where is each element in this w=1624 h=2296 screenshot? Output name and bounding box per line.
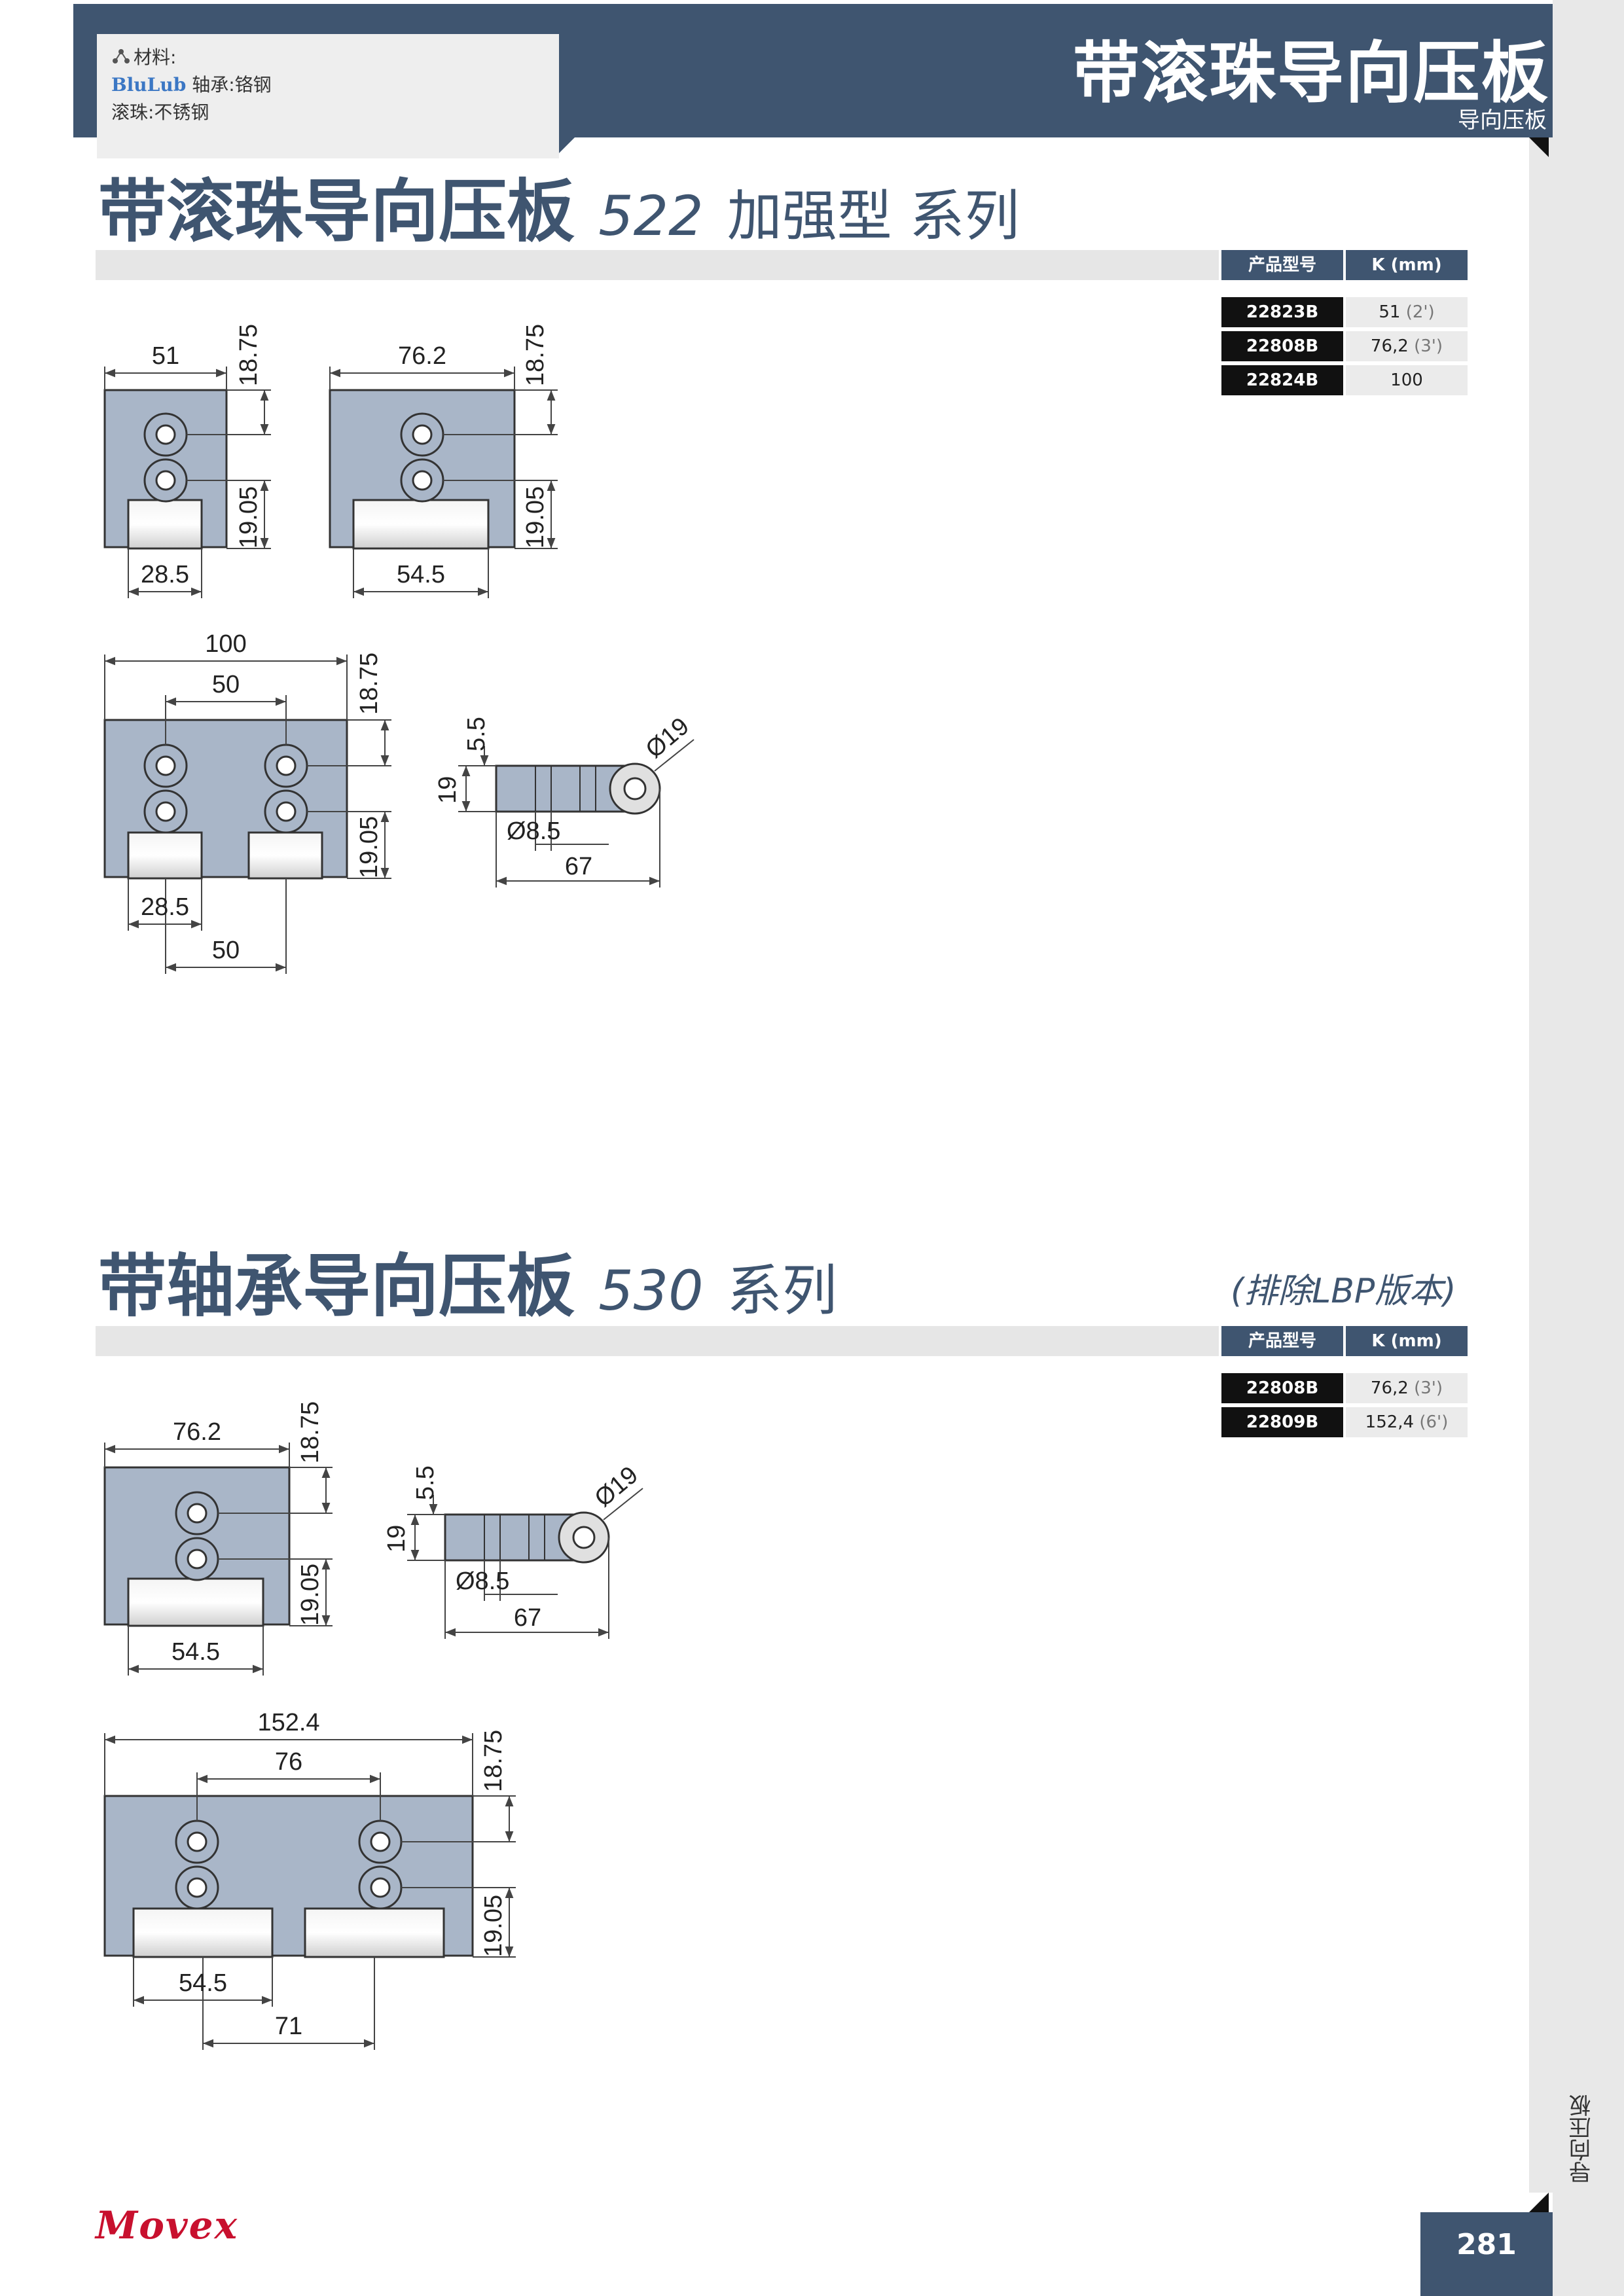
- s2-th-code: 产品型号: [1221, 1326, 1343, 1356]
- section2-exclusion-note: (排除LBP版本): [1231, 1272, 1456, 1311]
- s2a-bottom: 19.05: [297, 1564, 324, 1626]
- s1a-roller: 28.5: [141, 561, 189, 588]
- s2side-hole: Ø8.5: [456, 1568, 509, 1595]
- section2-number: 530: [598, 1259, 704, 1323]
- s2c-top: 18.75: [480, 1730, 507, 1792]
- blulub-brand: BluLub: [111, 74, 187, 96]
- material-title: 材料:: [111, 43, 176, 69]
- s2c-width: 152.4: [257, 1709, 319, 1736]
- header-notch-right: [1529, 137, 1549, 157]
- s2a-width: 76.2: [173, 1418, 221, 1446]
- s1-row2-k: 76,2 (3'): [1346, 331, 1468, 361]
- header-subtitle: 导向压板: [1458, 107, 1547, 134]
- s2-row1-inch: (3'): [1414, 1378, 1443, 1398]
- s2-row1-code: 22808B: [1221, 1373, 1343, 1403]
- material-box: 材料: BluLub 轴承:铬钢 滚珠:不锈钢: [97, 34, 559, 158]
- s2-drawing-c: [103, 1733, 516, 2050]
- s2-side-view: [407, 1488, 643, 1639]
- s2c-bottom: 19.05: [480, 1895, 507, 1957]
- s1-th-code: 产品型号: [1221, 250, 1343, 280]
- section2-bar: [96, 1326, 1219, 1356]
- section1-bar: [96, 250, 1219, 280]
- header-title: 带滚珠导向压板: [1073, 35, 1549, 113]
- s2-row2-kval: 152,4: [1365, 1412, 1415, 1432]
- s1side-hole: Ø8.5: [507, 817, 560, 845]
- s2-row2-k: 152,4 (6'): [1346, 1407, 1468, 1437]
- s2c-roller: 54.5: [179, 1969, 227, 1997]
- s1-drawing-a: [103, 367, 271, 598]
- s2side-h2: 19: [383, 1525, 410, 1552]
- s1-row2-inch: (3'): [1414, 336, 1443, 356]
- s1-row3-kval: 100: [1390, 370, 1423, 390]
- s2c-pitch: 76: [275, 1748, 302, 1776]
- side-label: 导向压板: [1569, 2094, 1595, 2183]
- s2side-len: 67: [514, 1604, 541, 1632]
- s1b-top: 18.75: [522, 324, 549, 386]
- section2-title-main: 带轴承导向压板: [98, 1246, 575, 1326]
- material-ball: 滚珠:不锈钢: [111, 101, 209, 123]
- material-title-text: 材料:: [134, 46, 177, 68]
- section1-title-main: 带滚珠导向压板: [98, 171, 575, 251]
- s2-row2-code: 22809B: [1221, 1407, 1343, 1437]
- s1side-dia: Ø19: [641, 713, 695, 764]
- s1-side-view: [458, 739, 695, 888]
- s1-row1-k: 51 (2'): [1346, 297, 1468, 327]
- s2side-dia: Ø19: [590, 1462, 643, 1513]
- section2-tail: 系列: [727, 1259, 837, 1323]
- s1-drawing-c: [103, 655, 391, 974]
- s1-row2-kval: 76,2: [1370, 336, 1409, 356]
- material-bearing: BluLub 轴承:铬钢: [111, 71, 272, 97]
- right-margin-strip: [1553, 0, 1624, 2296]
- page-number: 281: [1456, 2228, 1517, 2261]
- s1a-width: 51: [152, 342, 179, 370]
- s1-row1-kval: 51: [1379, 302, 1401, 322]
- right-margin-inner: [1529, 137, 1553, 2193]
- s2c-pitch2: 71: [275, 2013, 302, 2040]
- s1b-width: 76.2: [398, 342, 446, 370]
- s1c-pitch2: 50: [212, 937, 240, 964]
- s1c-roller: 28.5: [141, 893, 189, 921]
- s1a-bottom: 19.05: [235, 486, 262, 548]
- s1side-len: 67: [565, 853, 592, 880]
- material-bearing-text: 轴承:铬钢: [186, 74, 272, 96]
- s2a-top: 18.75: [297, 1401, 324, 1463]
- s2side-h1: 5.5: [412, 1465, 439, 1500]
- s1b-roller: 54.5: [397, 561, 445, 588]
- page-number-box: [1420, 2212, 1553, 2296]
- s2-row1-k: 76,2 (3'): [1346, 1373, 1468, 1403]
- s2-row1-kval: 76,2: [1370, 1378, 1409, 1398]
- s1side-h1: 5.5: [463, 717, 490, 751]
- s1-row3-code: 22824B: [1221, 365, 1343, 395]
- section1-title: 带滚珠导向压板 522 加强型 系列: [98, 156, 1020, 255]
- s2-row2-inch: (6'): [1419, 1412, 1449, 1432]
- s1c-top: 18.75: [355, 653, 383, 715]
- s1-row3-k: 100: [1346, 365, 1468, 395]
- side-notch: [1529, 2193, 1549, 2212]
- s1-row1-inch: (2'): [1405, 302, 1435, 322]
- s2a-roller: 54.5: [171, 1638, 220, 1666]
- s1c-bottom: 19.05: [355, 816, 383, 878]
- s1-row1-code: 22823B: [1221, 297, 1343, 327]
- movex-logo: Movex: [96, 2203, 239, 2248]
- section1-number: 522: [598, 184, 704, 248]
- section1-tail: 加强型 系列: [727, 184, 1020, 248]
- s1c-width: 100: [205, 630, 246, 658]
- section2-title: 带轴承导向压板 530 系列: [98, 1230, 837, 1329]
- s2-drawing-a: [103, 1443, 333, 1676]
- s1c-pitch: 50: [212, 671, 240, 698]
- s1a-top: 18.75: [235, 324, 262, 386]
- molecule-icon: [113, 49, 130, 63]
- s1-row2-code: 22808B: [1221, 331, 1343, 361]
- s1-drawing-b: [329, 367, 558, 598]
- s1side-h2: 19: [434, 776, 461, 804]
- s1b-bottom: 19.05: [522, 486, 549, 548]
- s1-th-k: K (mm): [1346, 250, 1468, 280]
- s2-th-k: K (mm): [1346, 1326, 1468, 1356]
